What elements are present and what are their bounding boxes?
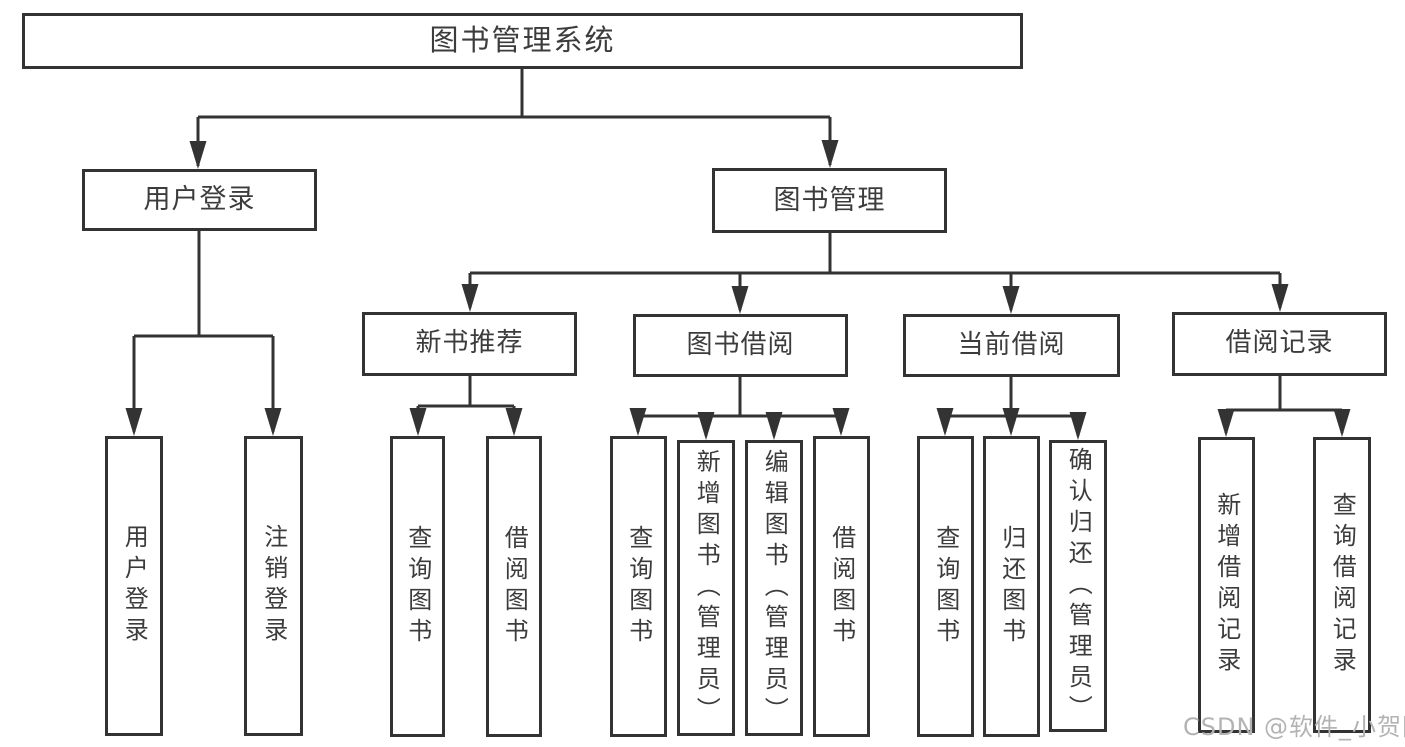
node-book-management-label: 图书管理 [773,184,886,216]
node-new-book-recommend-label: 新书推荐 [415,328,524,359]
leaf-edit-books-admin-label: 编辑图书（管理员） [760,448,789,728]
node-book-borrowing: 图书借阅 [633,314,848,377]
node-current-borrowing-label: 当前借阅 [957,329,1066,360]
leaf-query-books-1-label: 查询图书 [403,524,432,649]
node-current-borrowing: 当前借阅 [903,314,1120,377]
leaf-add-books-admin-label: 新增图书（管理员） [692,448,721,728]
leaf-edit-books-admin: 编辑图书（管理员） [745,440,803,736]
node-user-login-label: 用户登录 [143,184,256,216]
leaf-user-login: 用户登录 [105,436,163,736]
leaf-return-books-label: 归还图书 [997,524,1026,649]
node-user-login: 用户登录 [82,169,317,231]
node-borrowing-records-label: 借阅记录 [1225,328,1334,359]
watermark: CSDN @软件_小贺同学 [1183,713,1405,741]
leaf-user-login-label: 用户登录 [120,524,149,648]
leaf-query-books-2: 查询图书 [610,436,667,737]
node-book-management: 图书管理 [712,168,947,233]
leaf-add-borrow-record: 新增借阅记录 [1198,437,1255,733]
leaf-add-borrow-record-label: 新增借阅记录 [1212,492,1241,678]
leaf-query-books-3: 查询图书 [917,436,974,737]
leaf-borrow-books-1: 借阅图书 [486,436,542,737]
leaf-borrow-books-1-label: 借阅图书 [500,524,529,649]
leaf-return-books: 归还图书 [983,436,1040,737]
leaf-confirm-return-admin: 确认归还（管理员） [1049,440,1107,732]
leaf-confirm-return-admin-label: 确认归还（管理员） [1064,446,1093,726]
node-borrowing-records: 借阅记录 [1172,312,1387,376]
node-book-borrowing-label: 图书借阅 [686,329,795,360]
node-new-book-recommend: 新书推荐 [362,312,577,376]
node-library-management-system-label: 图书管理系统 [429,23,616,58]
leaf-query-borrow-record-label: 查询借阅记录 [1328,492,1357,678]
leaf-query-borrow-record: 查询借阅记录 [1313,437,1371,733]
leaf-borrow-books-2: 借阅图书 [813,436,870,737]
leaf-logout-label: 注销登录 [259,524,288,648]
leaf-add-books-admin: 新增图书（管理员） [677,440,735,736]
leaf-query-books-1: 查询图书 [390,436,445,737]
leaf-query-books-3-label: 查询图书 [931,524,960,649]
leaf-query-books-2-label: 查询图书 [624,524,653,649]
node-library-management-system: 图书管理系统 [22,13,1023,69]
leaf-borrow-books-2-label: 借阅图书 [827,524,856,649]
leaf-logout: 注销登录 [244,436,303,736]
